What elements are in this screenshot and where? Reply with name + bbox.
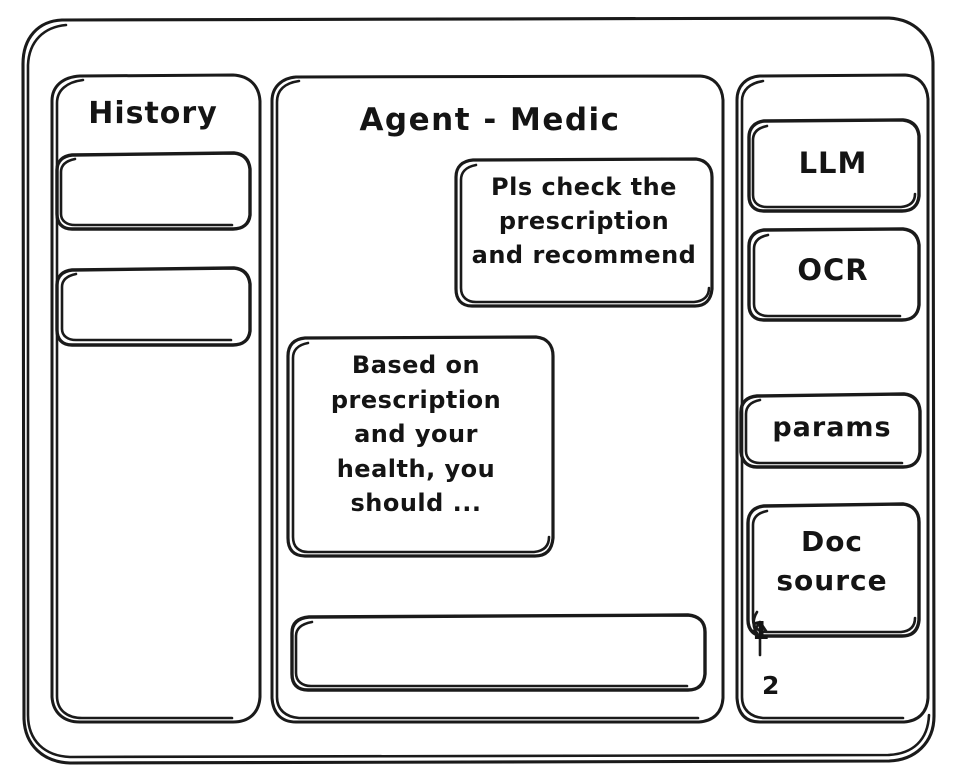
params-button[interactable] bbox=[741, 394, 920, 467]
user-message-text: Pls check the prescription and recommend bbox=[471, 173, 697, 270]
assistant-message-bubble[interactable] bbox=[288, 337, 553, 556]
tool-ocr-outline bbox=[747, 227, 921, 322]
composer-input-outline bbox=[290, 613, 707, 692]
tool-ocr-label: OCR bbox=[797, 253, 869, 287]
history-item-2[interactable] bbox=[57, 268, 250, 345]
history-panel-outline bbox=[50, 73, 262, 724]
user-message-bubble[interactable] bbox=[456, 159, 712, 306]
history-item-1[interactable] bbox=[57, 153, 250, 229]
composer-input[interactable] bbox=[292, 615, 705, 690]
tools-panel-outline bbox=[735, 73, 930, 724]
citation-marker-2: 2 bbox=[762, 671, 780, 700]
params-label: params bbox=[772, 412, 892, 443]
doc-source-citation-connector bbox=[752, 610, 768, 657]
tool-llm-button[interactable] bbox=[749, 120, 919, 211]
tool-llm-outline bbox=[747, 118, 921, 213]
window-frame bbox=[21, 16, 936, 765]
assistant-message-bubble-outline bbox=[286, 335, 555, 558]
citation-marker-1: 1 bbox=[752, 616, 770, 645]
main-panel-outline bbox=[270, 74, 725, 724]
history-item-2-outline bbox=[55, 266, 252, 347]
params-outline bbox=[739, 392, 922, 469]
tool-llm-label: LLM bbox=[798, 146, 868, 180]
doc-source-button[interactable] bbox=[748, 504, 919, 636]
user-message-bubble-outline bbox=[454, 157, 714, 308]
history-panel-title: History bbox=[88, 96, 218, 131]
history-item-1-outline bbox=[55, 151, 252, 231]
tool-ocr-button[interactable] bbox=[749, 229, 919, 320]
page-title: Agent - Medic bbox=[359, 102, 621, 138]
assistant-message-text: Based on prescription and your health, y… bbox=[330, 351, 502, 518]
doc-source-outline bbox=[746, 502, 921, 638]
doc-source-label: Doc source bbox=[776, 525, 888, 598]
